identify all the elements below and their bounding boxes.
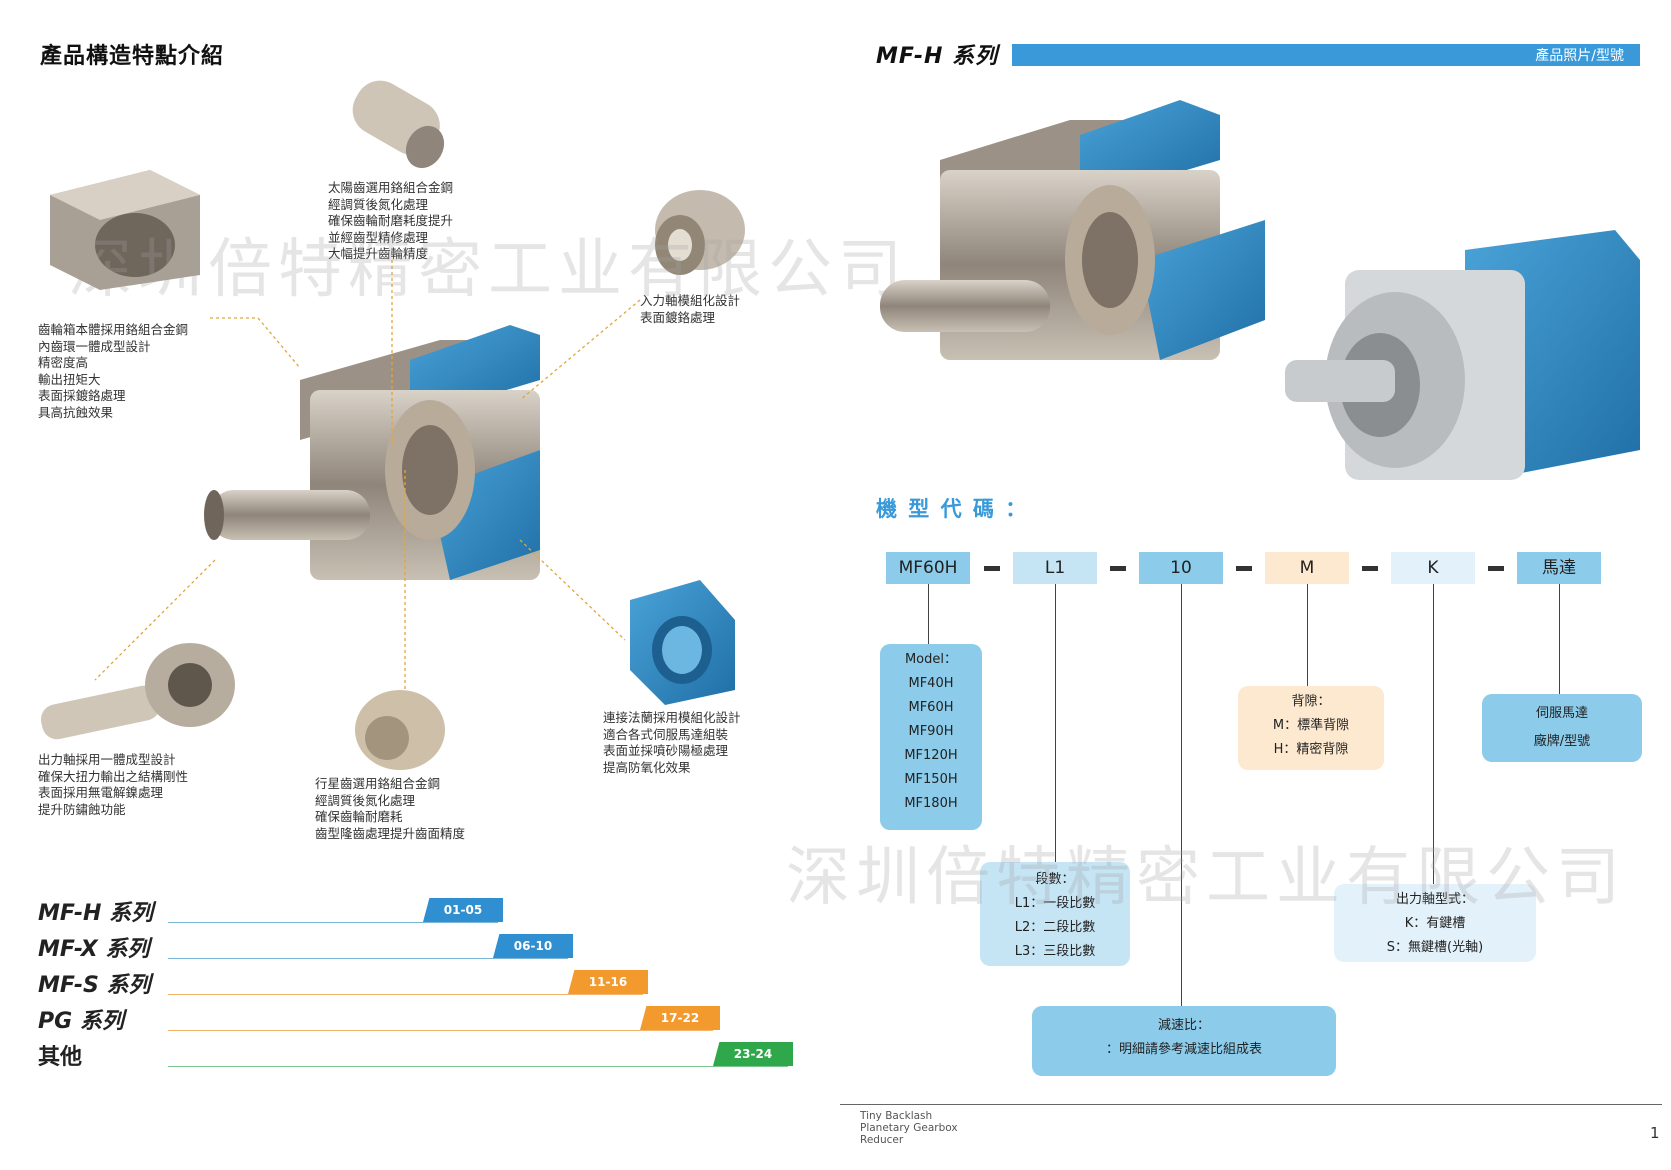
output-shaft-illustration [40,643,235,740]
code-dash-5 [1488,566,1504,571]
housing-illustration [50,170,200,290]
page-number: 1 [1650,1124,1660,1142]
planet-gear-caption: 行星齒選用鉻組合金鋼 經調質後氮化處理 確保齒輪耐磨耗 齒型隆齒處理提升齒面精度 [315,776,466,841]
flange-illustration [630,580,735,705]
series-name-other: 其他 [38,1045,83,1070]
watermark-left: 深圳倍特精密工业有限公司 [68,233,908,307]
sun-gear-caption: 太陽齒選用鉻組合金鋼 經調質後氮化處理 確保齒輪耐磨耗度提升 並經齒型精修處理 … [328,180,454,261]
series-name-mfh: MF-H 系列 [38,901,154,926]
right-page-title: MF-H 系列 [876,44,999,69]
stage-item: L2：二段比數 [1014,920,1096,935]
gearbox-cutaway-photo [880,100,1265,360]
code-output: K [1391,552,1475,584]
ratio-label: 減速比： [1157,1018,1210,1033]
model-label: Model： [904,652,958,667]
line-ratio [1181,584,1182,1006]
model-item: MF120H [904,748,958,763]
series-line-mfh [168,922,498,923]
code-dash-4 [1362,566,1378,571]
model-item: MF60H [908,700,954,715]
stage-item: L1：一段比數 [1014,896,1096,911]
output-label: 出力軸型式： [1395,892,1474,907]
backlash-box: 背隙： M：標準背隙 H：精密背隙 [1238,686,1384,770]
sun-gear-illustration [352,80,445,169]
series-line-mfx [168,958,568,959]
left-page-title: 產品構造特點介紹 [40,44,225,69]
code-stage: L1 [1013,552,1097,584]
backlash-label: 背隙： [1291,694,1331,709]
model-code-title: 機 型 代 碼 ： [876,497,1029,521]
footer-line: Tiny Backlash [860,1110,933,1122]
input-shaft-illustration [655,190,745,275]
output-item: S：無鍵槽(光軸) [1386,940,1484,955]
model-item: MF90H [908,724,954,739]
line-backlash [1307,584,1308,686]
series-pages-mfx[interactable]: 06-10 [493,934,573,958]
footer-product-name: Tiny Backlash Planetary Gearbox Reducer [860,1110,958,1146]
footer-line: Reducer [860,1134,904,1146]
gearbox-product-photo [1285,230,1640,480]
watermark-right: 深圳倍特精密工业有限公司 [786,841,1626,915]
motor-item: 廠牌/型號 [1533,734,1591,749]
series-pages-mfh[interactable]: 01-05 [423,898,503,922]
line-output [1433,584,1434,886]
gearbox-cutaway-illustration [204,325,540,580]
series-name-mfx: MF-X 系列 [38,937,150,962]
ratio-item: ：明細請參考減速比組成表 [1105,1042,1262,1057]
series-name-mfs: MF-S 系列 [38,973,151,998]
code-ratio: 10 [1139,552,1223,584]
series-pages-mfs[interactable]: 11-16 [568,970,648,994]
series-line-other [168,1066,788,1067]
code-dash-1 [984,566,1000,571]
leader-lines [94,260,641,690]
series-line-pg [168,1030,713,1031]
code-backlash: M [1265,552,1349,584]
model-item: MF150H [904,772,958,787]
input-shaft-caption: 入力軸模組化設計 表面鍍鉻處理 [640,293,741,325]
model-list-box: Model： MF40H MF60H MF90H MF120H MF150H M… [880,644,982,830]
output-item: K：有鍵槽 [1404,916,1466,931]
footer-rule [840,1104,1662,1105]
code-model: MF60H [886,552,970,584]
model-item: MF180H [904,796,958,811]
backlash-item: M：標準背隙 [1272,718,1350,733]
motor-box: 伺服馬達 廠牌/型號 [1482,694,1642,762]
output-shaft-box: 出力軸型式： K：有鍵槽 S：無鍵槽(光軸) [1334,884,1536,962]
banner-text: 產品照片/型號 [1535,48,1624,64]
stage-label: 段數： [1035,872,1075,887]
series-index: MF-H 系列 01-05 MF-X 系列 06-10 MF-S 系列 11-1… [38,895,793,1085]
series-pages-pg[interactable]: 17-22 [640,1006,720,1030]
title-banner: 產品照片/型號 [1012,44,1640,66]
motor-label: 伺服馬達 [1535,706,1588,721]
stage-item: L3：三段比數 [1014,944,1096,959]
line-model [928,584,929,644]
ratio-box: 減速比： ：明細請參考減速比組成表 [1032,1006,1336,1076]
line-motor [1559,584,1560,696]
code-dash-2 [1110,566,1126,571]
model-item: MF40H [908,676,954,691]
flange-caption: 連接法蘭採用模組化設計 適合各式伺服馬達組裝 表面並採噴砂陽極處理 提高防氧化效… [603,710,741,775]
housing-caption: 齒輪箱本體採用鉻組合金鋼 內齒環一體成型設計 精密度高 輸出扭矩大 表面採鍍鉻處… [38,322,189,420]
footer-line: Planetary Gearbox [860,1122,958,1134]
output-shaft-caption: 出力軸採用一體成型設計 確保大扭力輸出之結構剛性 表面採用無電解鎳處理 提升防鏽… [38,752,189,817]
backlash-item: H：精密背隙 [1273,742,1349,757]
planet-gear-illustration [355,690,445,770]
code-motor: 馬達 [1517,552,1601,584]
series-pages-other[interactable]: 23-24 [713,1042,793,1066]
series-name-pg: PG 系列 [38,1009,124,1034]
code-dash-3 [1236,566,1252,571]
series-line-mfs [168,994,643,995]
line-stage [1055,584,1056,862]
stage-box: 段數： L1：一段比數 L2：二段比數 L3：三段比數 [980,862,1130,966]
